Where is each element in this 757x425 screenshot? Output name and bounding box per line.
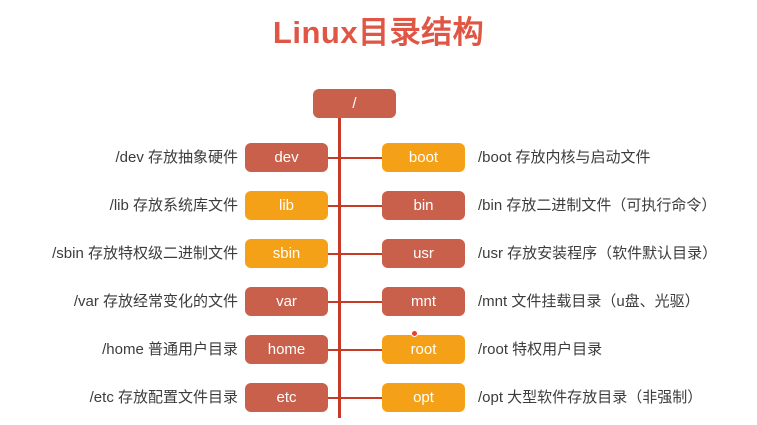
node-description-lib: /lib 存放系统库文件 bbox=[109, 197, 238, 214]
connector-right-3 bbox=[339, 301, 383, 303]
tree-node-lib[interactable]: lib bbox=[245, 191, 328, 220]
connector-right-4 bbox=[339, 349, 383, 351]
connector-right-1 bbox=[339, 205, 383, 207]
page-title: Linux目录结构 bbox=[272, 15, 485, 50]
node-description-sbin: /sbin 存放特权级二进制文件 bbox=[52, 245, 238, 262]
node-description-etc: /etc 存放配置文件目录 bbox=[89, 389, 238, 406]
node-description-root: /root 特权用户目录 bbox=[478, 341, 603, 358]
connector-left-1 bbox=[327, 205, 340, 207]
connector-left-4 bbox=[327, 349, 340, 351]
tree-node-boot[interactable]: boot bbox=[382, 143, 465, 172]
tree-node-mnt[interactable]: mnt bbox=[382, 287, 465, 316]
tree-node-var[interactable]: var bbox=[245, 287, 328, 316]
connector-right-5 bbox=[339, 397, 383, 399]
tree-node-root[interactable]: root bbox=[382, 335, 465, 364]
tree-trunk-line bbox=[338, 117, 341, 418]
tree-node-etc[interactable]: etc bbox=[245, 383, 328, 412]
connector-left-5 bbox=[327, 397, 340, 399]
tree-node-dev[interactable]: dev bbox=[245, 143, 328, 172]
connector-left-0 bbox=[327, 157, 340, 159]
node-description-opt: /opt 大型软件存放目录（非强制） bbox=[478, 389, 703, 406]
tree-node-usr[interactable]: usr bbox=[382, 239, 465, 268]
node-description-boot: /boot 存放内核与启动文件 bbox=[478, 149, 651, 166]
connector-right-0 bbox=[339, 157, 383, 159]
node-description-home: /home 普通用户目录 bbox=[102, 341, 238, 358]
connector-right-2 bbox=[339, 253, 383, 255]
tree-node-bin[interactable]: bin bbox=[382, 191, 465, 220]
node-description-bin: /bin 存放二进制文件（可执行命令） bbox=[478, 197, 717, 214]
marker-dot-icon-root bbox=[411, 330, 418, 337]
tree-node-home[interactable]: home bbox=[245, 335, 328, 364]
tree-node-root[interactable]: / bbox=[313, 89, 396, 118]
node-description-mnt: /mnt 文件挂载目录（u盘、光驱） bbox=[478, 293, 700, 310]
node-description-dev: /dev 存放抽象硬件 bbox=[115, 149, 238, 166]
tree-node-sbin[interactable]: sbin bbox=[245, 239, 328, 268]
connector-left-2 bbox=[327, 253, 340, 255]
node-description-usr: /usr 存放安装程序（软件默认目录） bbox=[478, 245, 718, 262]
connector-left-3 bbox=[327, 301, 340, 303]
node-description-var: /var 存放经常变化的文件 bbox=[73, 293, 238, 310]
tree-node-opt[interactable]: opt bbox=[382, 383, 465, 412]
